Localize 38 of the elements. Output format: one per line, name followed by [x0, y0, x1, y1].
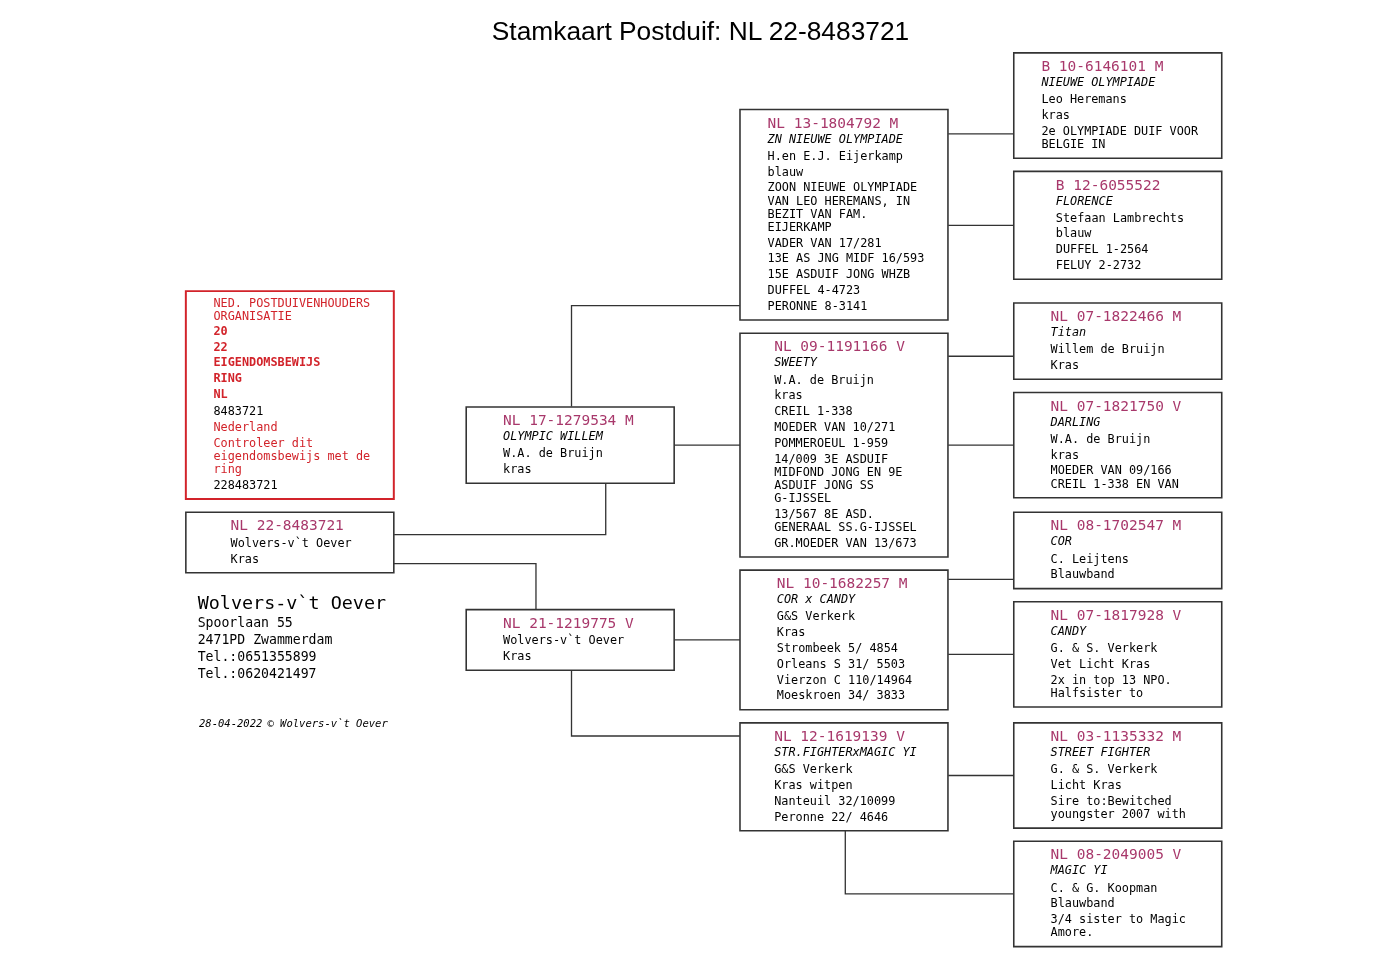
node-box: NL 08-2049005 V MAGIC YI C. & G. Koopman Blauwband 3/4 sister to Magic Amore.: [1012, 840, 1223, 948]
label: 2471PD Zwammerdam: [197, 631, 332, 647]
node-box: NL 07-1817928 V CANDY G. & S. Verkerk Vet Licht Kras 2x in top 13 NPO. Halfsister to: [1012, 600, 1223, 708]
node-box: NL 07-1821750 V DARLING W.A. de Bruijn kras MOEDER VAN 09/166 CREIL 1-338 EN VAN: [1012, 391, 1223, 499]
node-box: NL 08-1702547 M COR C. Leijtens Blauwband: [1012, 511, 1223, 590]
connector: [947, 133, 1014, 135]
node-box: NL 12-1619139 V STR.FIGHTERxMAGIC YI G&S Verkerk Kras witpen Nanteuil 32/10099 Peronne 22/ 4646: [738, 722, 949, 832]
connector: [947, 653, 1014, 656]
connector: [392, 482, 606, 536]
node-box: NL 10-1682257 M COR x CANDY G&S Verkerk Kras Strombeek 5/ 4854 Orleans S 31/ 5503 Vierzon C 110/14964 Moeskroen 34/ 3833: [738, 569, 949, 711]
connector: [392, 562, 537, 610]
node-box: NL 09-1191166 V SWEETY W.A. de Bruijn kras CREIL 1-338 MOEDER VAN 10/271 POMMEROEUL 1-959 14/009 3E ASDUIF MIDFOND JONG EN 9E ASDUIF JONG SS G-IJSSEL 13/567 8E ASD. GENERAAL SS.G-IJSSEL GR.MOEDER VAN 13/673: [738, 332, 949, 558]
connector: [570, 669, 740, 737]
label: 28-04-2022: [198, 717, 262, 730]
connector: [947, 224, 1014, 226]
node-box: NL 13-1804792 M ZN NIEUWE OLYMPIADE H.en E.J. Eijerkamp blauw ZOON NIEUWE OLYMPIADE VAN LEO HEREMANS, IN BEZIT VAN FAM. EIJERKAMP VADER VAN 17/281 13E AS JNG MIDF 16/593 15E ASDUIF JONG WHZB DUFFEL 4-4723 PERONNE 8-3141: [738, 108, 949, 321]
diagram-title: Stamkaart Postduif: NL 22-8483721: [491, 15, 909, 46]
label: Wolvers-v`t Oever: [197, 591, 386, 613]
node-box: NL 22-8483721 Wolvers-v`t Oever Kras: [184, 511, 395, 574]
node-box: NL 21-1219775 V Wolvers-v`t Oever Kras: [464, 608, 675, 671]
label: Tel.:0620421497: [197, 666, 317, 682]
node-box: B 10-6146101 M NIEUWE OLYMPIADE Leo Heremans kras 2e OLYMPIADE DUIF VOOR BELGIE IN: [1012, 52, 1223, 159]
label: Spoorlaan 55: [197, 614, 293, 630]
connector: [947, 355, 1014, 357]
connector: [947, 774, 1014, 777]
connector: [947, 444, 1014, 446]
node-box: NL 03-1135332 M STREET FIGHTER G. & S. Verkerk Licht Kras Sire to:Bewitched youngster 2007 with: [1012, 722, 1223, 829]
connector: [844, 830, 1014, 895]
node-box: NED. POSTDUIVENHOUDERS ORGANISATIE 20 22 EIGENDOMSBEWIJS RING NL 8483721 Nederland Controleer dit eigendomsbewijs met de ring 228483721: [184, 290, 395, 501]
label: © Wolvers-v`t Oever: [266, 717, 388, 730]
connector: [673, 444, 741, 446]
connector: [673, 639, 741, 641]
node-box: NL 07-1822466 M Titan Willem de Bruijn Kras: [1012, 302, 1223, 381]
connector: [570, 304, 740, 408]
node-box: B 12-6055522 FLORENCE Stefaan Lambrechts blauw DUFFEL 1-2564 FELUY 2-2732: [1012, 170, 1223, 281]
label: Tel.:0651355899: [197, 648, 317, 664]
node-box: NL 17-1279534 M OLYMPIC WILLEM W.A. de Bruijn kras: [464, 406, 675, 485]
connector: [947, 578, 1014, 581]
